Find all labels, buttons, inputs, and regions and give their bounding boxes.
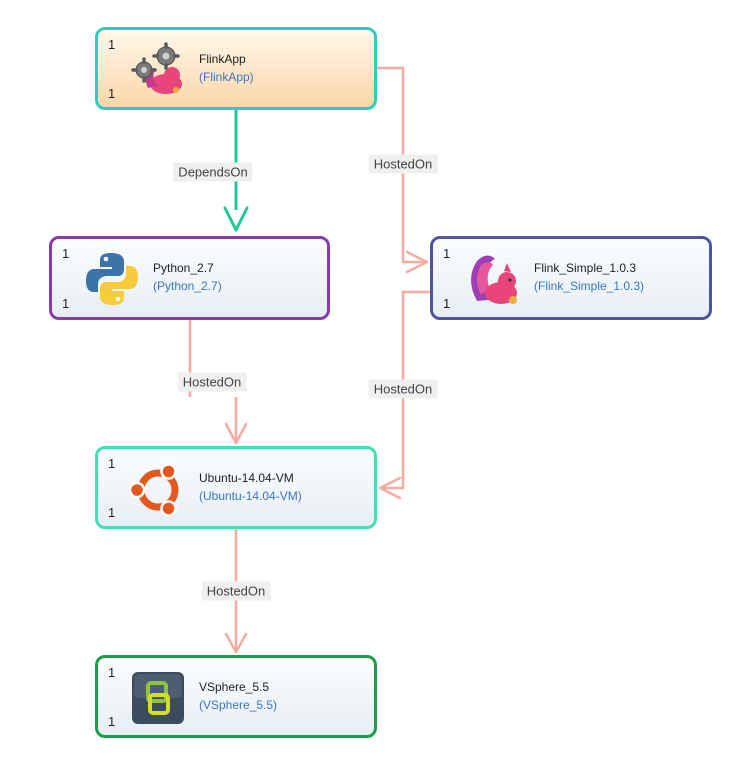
python-logo-icon <box>86 253 138 305</box>
instance-count-top: 1 <box>443 246 451 261</box>
edge-label-hostedon-ubuntu-vsphere: HostedOn <box>201 581 271 601</box>
edge-label-hostedon-python-ubuntu: HostedOn <box>177 372 247 392</box>
edge-dependson-flinkapp-python <box>223 110 249 232</box>
node-vsphere[interactable]: 1 1 VSphere_5.5 (VSphere_5.5) <box>95 655 377 738</box>
instance-count-top: 1 <box>108 456 116 471</box>
ubuntu-logo-icon <box>128 463 179 517</box>
node-type: (FlinkApp) <box>199 70 254 84</box>
node-type: (VSphere_5.5) <box>199 698 278 712</box>
node-flink-simple[interactable]: 1 1 Flink_Simple_1.0.3 (Flink_Simple_1.0… <box>430 236 712 320</box>
instance-count-bottom: 1 <box>108 505 116 520</box>
instance-count-bottom: 1 <box>62 296 70 311</box>
node-flinkapp[interactable]: 1 1 FlinkApp (FlinkApp) <box>95 27 377 110</box>
node-name: Python_2.7 <box>153 261 214 275</box>
edge-label-dependson: DependsOn <box>173 162 253 182</box>
instance-count-top: 1 <box>62 246 70 261</box>
instance-count-bottom: 1 <box>108 714 116 729</box>
edge-label-hostedon-flinkapp-flink: HostedOn <box>368 154 438 174</box>
node-type: (Ubuntu-14.04-VM) <box>199 489 302 503</box>
flink-squirrel-icon <box>471 255 517 304</box>
node-name: Flink_Simple_1.0.3 <box>534 261 637 275</box>
node-ubuntu-vm[interactable]: 1 1 Ubuntu-14.04-VM (Ubuntu-14.04-VM) <box>95 446 377 529</box>
instance-count-top: 1 <box>108 37 116 52</box>
node-name: FlinkApp <box>199 52 246 66</box>
node-python[interactable]: 1 1 Python_2.7 (Python_2.7) <box>49 236 330 320</box>
instance-count-bottom: 1 <box>108 86 116 101</box>
vsphere-logo-icon <box>132 672 184 724</box>
node-name: Ubuntu-14.04-VM <box>199 471 294 485</box>
instance-count-top: 1 <box>108 665 116 680</box>
edge-label-hostedon-flink-ubuntu: HostedOn <box>368 379 438 399</box>
instance-count-bottom: 1 <box>443 296 451 311</box>
node-name: VSphere_5.5 <box>199 680 270 694</box>
node-type: (Python_2.7) <box>153 279 222 293</box>
gears-squirrel-icon <box>131 42 182 94</box>
node-type: (Flink_Simple_1.0.3) <box>534 279 645 293</box>
